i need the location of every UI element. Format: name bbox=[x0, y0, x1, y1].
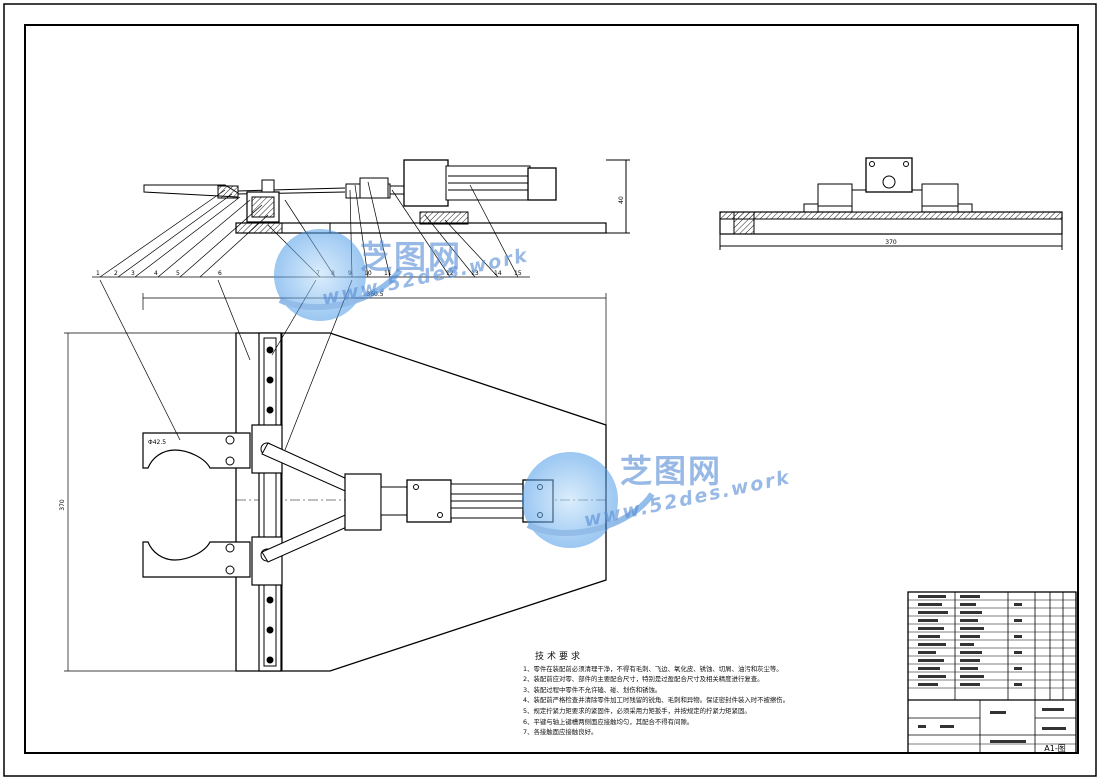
plan-view bbox=[64, 279, 607, 672]
outer-frame bbox=[3, 3, 1097, 777]
requirement-item: 5、规定拧紧力矩要求的紧固件，必须采用力矩扳手，并按规定的拧紧力矩紧固。 bbox=[523, 706, 751, 715]
technical-requirements: 技术要求 1、零件在装配前必须清理干净，不得有毛刺、飞边、氧化皮、锈蚀、切屑、油… bbox=[523, 652, 903, 738]
requirement-item: 4、装配前严格检查并清除零件加工时残留的锐角、毛刺和异物。保证密封件装入时不被擦… bbox=[523, 696, 790, 705]
title-block bbox=[907, 591, 1077, 754]
inner-frame bbox=[24, 24, 1079, 754]
part-label: 6 bbox=[218, 270, 222, 277]
requirement-item: 7、各接触面应接触良好。 bbox=[523, 728, 598, 737]
title-block-rows bbox=[908, 599, 1076, 745]
watermark-title: 芝图网 bbox=[620, 452, 723, 490]
part-label: 12 bbox=[446, 270, 454, 277]
watermark: 芝图网 bbox=[360, 232, 462, 278]
watermark-globe-icon bbox=[274, 229, 655, 548]
part-label: 15 bbox=[514, 270, 522, 277]
front-view bbox=[143, 159, 630, 234]
part-label: 5 bbox=[176, 270, 180, 277]
title-block-fill bbox=[918, 595, 1066, 743]
part-label: 4 bbox=[154, 270, 158, 277]
dim-side-width: 370 bbox=[885, 239, 897, 246]
requirement-item: 3、装配过程中零件不允许磕、碰、划伤和锈蚀。 bbox=[523, 685, 662, 694]
watermark-title: 芝图网 bbox=[360, 238, 463, 276]
part-label: 14 bbox=[494, 270, 502, 277]
part-label: 1 bbox=[96, 270, 100, 277]
dim-plan-height: 370 bbox=[59, 499, 66, 511]
requirement-item: 1、零件在装配前必须清理干净，不得有毛刺、飞边、氧化皮、锈蚀、切屑、油污和灰尘等… bbox=[523, 664, 783, 673]
part-label: 10 bbox=[364, 270, 372, 277]
watermark: 芝图网 bbox=[620, 446, 722, 492]
dim-diameter: Φ42.5 bbox=[148, 439, 166, 446]
requirement-item: 6、平键与轴上键槽两侧面应接触均匀，其配合不得有间隙。 bbox=[523, 717, 694, 726]
side-view bbox=[719, 157, 1063, 250]
part-label: 13 bbox=[471, 270, 479, 277]
part-label: 11 bbox=[384, 270, 392, 277]
part-label: 2 bbox=[114, 270, 118, 277]
technical-requirements-title: 技术要求 bbox=[535, 652, 584, 662]
title-block-scale-mark: A1-图 bbox=[1044, 744, 1065, 753]
part-label: 3 bbox=[131, 270, 135, 277]
dim-side-height: 40 bbox=[618, 196, 625, 204]
requirement-item: 2、装配前应对零、部件的主要配合尺寸，特别是过盈配合尺寸及相关精度进行复查。 bbox=[523, 675, 764, 684]
